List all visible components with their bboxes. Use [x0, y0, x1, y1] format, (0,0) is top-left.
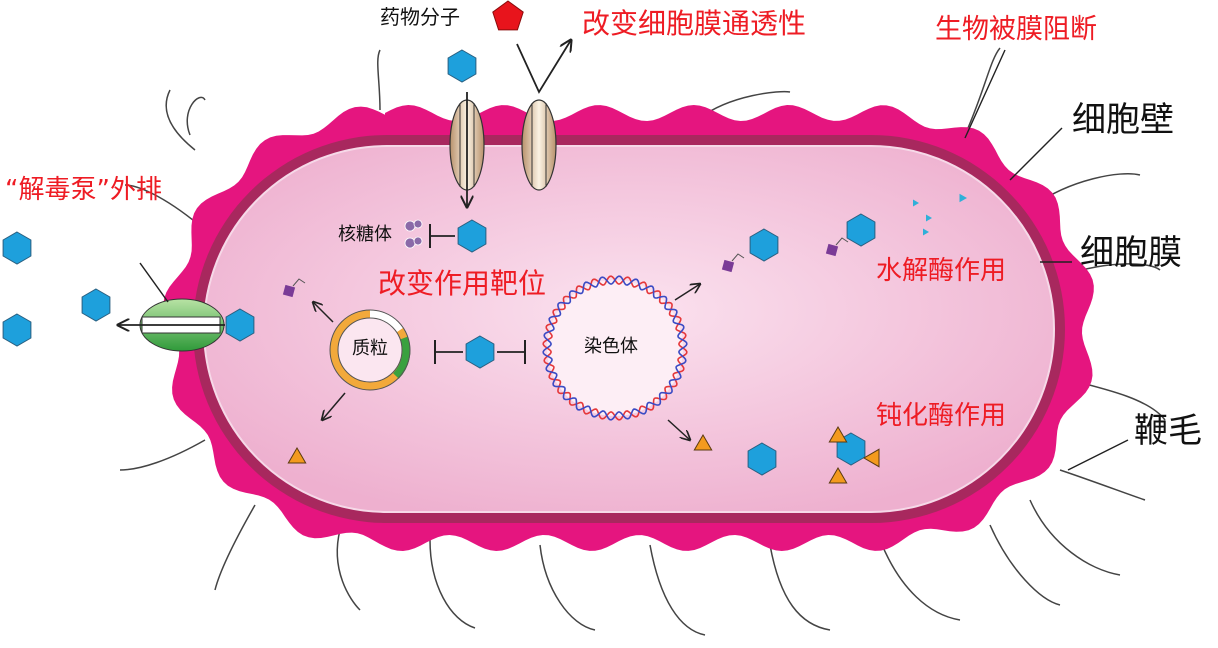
fragment-icon — [913, 199, 919, 207]
drug-molecule-label: 药物分子 — [380, 5, 460, 29]
flagellum — [769, 544, 831, 631]
biofilm-block-label: 生物被膜阻断 — [935, 14, 1097, 45]
ribosome-icon — [404, 219, 423, 249]
fragment-square-icon — [282, 284, 296, 298]
red-drug-molecule-icon — [492, 0, 524, 31]
flagellum — [165, 89, 196, 151]
reflect-arrow — [516, 40, 571, 94]
drug-molecule-icon — [749, 228, 779, 262]
drug-molecule-icon — [225, 308, 255, 342]
membrane-permeability-label: 改变细胞膜通透性 — [582, 7, 807, 40]
fragment-icon — [923, 228, 929, 236]
flagellum — [336, 529, 361, 611]
enzyme-icon — [828, 426, 848, 443]
drug-molecule-icon — [465, 335, 495, 369]
flagellum — [119, 439, 206, 471]
fragment-tail-icon — [731, 253, 745, 262]
flagellum — [186, 96, 206, 136]
fragment-square-icon — [825, 243, 839, 257]
flagellum — [879, 539, 961, 621]
flagellum — [989, 524, 1061, 606]
efflux-pump-label: “解毒泵”外排 — [5, 175, 162, 205]
flagellum — [649, 544, 706, 636]
drug-molecule-icon — [457, 219, 487, 253]
cell-wall-label: 细胞壁 — [1072, 100, 1174, 140]
drug-molecule-icon — [747, 442, 777, 476]
ribosome-label: 核糖体 — [338, 224, 392, 245]
drug-molecule-icon — [846, 213, 876, 247]
chromosome-label: 染色体 — [584, 336, 638, 357]
flagellum-label: 鞭毛 — [1134, 411, 1202, 451]
fragment-icon — [959, 193, 967, 203]
chromosome — [542, 275, 688, 421]
enzyme-icon — [287, 447, 307, 464]
enzyme-icon — [828, 467, 848, 484]
plasmid-label: 质粒 — [352, 338, 388, 359]
enzyme-icon — [693, 434, 713, 451]
hydrolase-label: 水解酶作用 — [876, 256, 1007, 286]
fragment-icon — [926, 214, 932, 222]
plasmid — [329, 309, 411, 391]
inactivating-enzyme-label: 钝化酶作用 — [876, 401, 1007, 431]
fragment-tail-icon — [292, 278, 306, 287]
drug-molecule-icon — [81, 288, 111, 322]
flagellum — [214, 504, 256, 591]
porin-channel-2 — [521, 99, 557, 191]
flagellum — [539, 544, 596, 631]
fragment-square-icon — [721, 259, 735, 273]
fragment-tail-icon — [835, 237, 849, 246]
cell-wall-pointer — [1009, 127, 1063, 181]
target-change-label: 改变作用靶位 — [378, 267, 547, 300]
flagellum — [377, 49, 381, 111]
biofilm-pointer — [964, 49, 1006, 139]
flagellum — [429, 539, 476, 629]
drug-molecule-icon — [2, 231, 32, 265]
flagellum — [964, 47, 1001, 136]
flagellum-pointer — [1067, 439, 1129, 471]
efflux-label-pointer — [139, 262, 169, 303]
flagellum — [1059, 469, 1146, 501]
cell-membrane-label: 细胞膜 — [1080, 233, 1182, 273]
drug-molecule-icon — [2, 313, 32, 347]
flagellum — [1029, 499, 1121, 576]
drug-molecule-icon — [447, 49, 477, 83]
enzyme-icon — [863, 448, 880, 468]
